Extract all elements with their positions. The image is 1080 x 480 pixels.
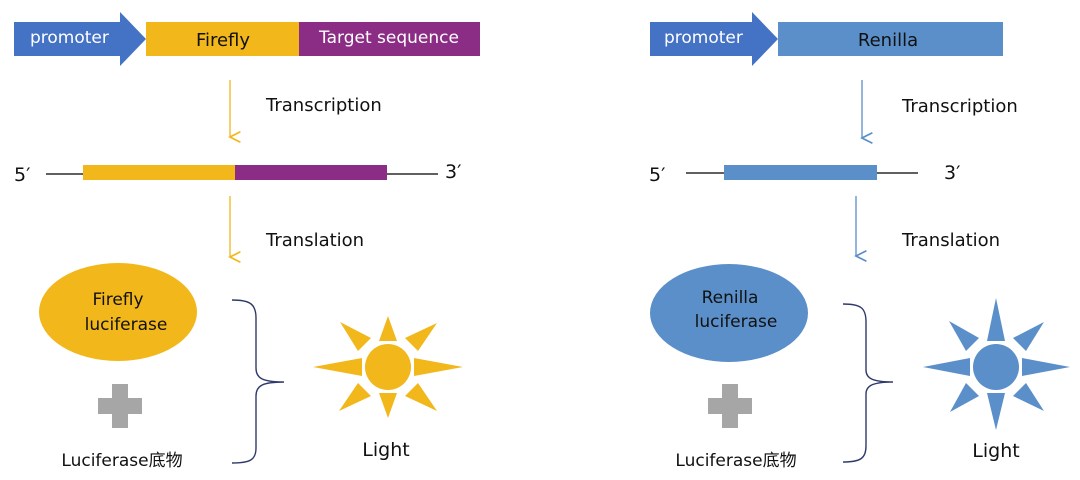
- renilla-gene-label: Renilla: [858, 30, 918, 51]
- firefly-mrna-firefly-segment: [83, 165, 235, 180]
- target-sequence-box: [299, 22, 480, 56]
- firefly-translation-label: Translation: [265, 230, 364, 251]
- renilla-light-sun-icon: [923, 298, 1070, 430]
- renilla-translation-label: Translation: [901, 230, 1000, 251]
- target-sequence-label: Target sequence: [318, 28, 459, 48]
- renilla-enzyme-line2: luciferase: [695, 312, 778, 332]
- renilla-transcription-label: Transcription: [901, 96, 1018, 117]
- firefly-three-prime-label: 3′: [445, 161, 461, 183]
- renilla-three-prime-label: 3′: [944, 162, 960, 184]
- firefly-light-sun-icon: [313, 316, 463, 418]
- renilla-substrate-label: Luciferase底物: [675, 451, 796, 471]
- renilla-gene-box: [778, 22, 1003, 56]
- renilla-enzyme-line1: Renilla: [702, 288, 759, 308]
- renilla-mrna-segment: [724, 165, 877, 180]
- firefly-enzyme-line1: Firefly: [92, 290, 143, 310]
- firefly-luciferase-ellipse: [39, 263, 197, 361]
- renilla-promoter-label: promoter: [664, 28, 743, 48]
- firefly-substrate-label: Luciferase底物: [61, 451, 182, 471]
- firefly-transcription-label: Transcription: [265, 95, 382, 116]
- renilla-promoter-arrow: [650, 12, 778, 66]
- firefly-enzyme-line2: luciferase: [85, 315, 168, 335]
- renilla-brace: [842, 303, 894, 463]
- renilla-light-label: Light: [972, 440, 1019, 462]
- firefly-light-label: Light: [362, 439, 409, 461]
- firefly-gene-box: [146, 22, 299, 56]
- firefly-panel: promoter Firefly Target sequence Transcr…: [14, 12, 480, 471]
- firefly-gene-label: Firefly: [196, 30, 250, 51]
- renilla-panel: promoter Renilla Transcription 5′ 3′ Tra…: [649, 12, 1070, 471]
- renilla-luciferase-ellipse: [650, 264, 808, 362]
- renilla-five-prime-label: 5′: [649, 164, 665, 186]
- firefly-brace: [231, 299, 285, 464]
- firefly-promoter-arrow: [14, 12, 146, 66]
- firefly-five-prime-label: 5′: [14, 164, 30, 186]
- firefly-promoter-label: promoter: [30, 28, 109, 48]
- firefly-mrna-target-segment: [235, 165, 387, 180]
- renilla-plus-icon: [708, 384, 752, 428]
- firefly-plus-icon: [98, 384, 142, 428]
